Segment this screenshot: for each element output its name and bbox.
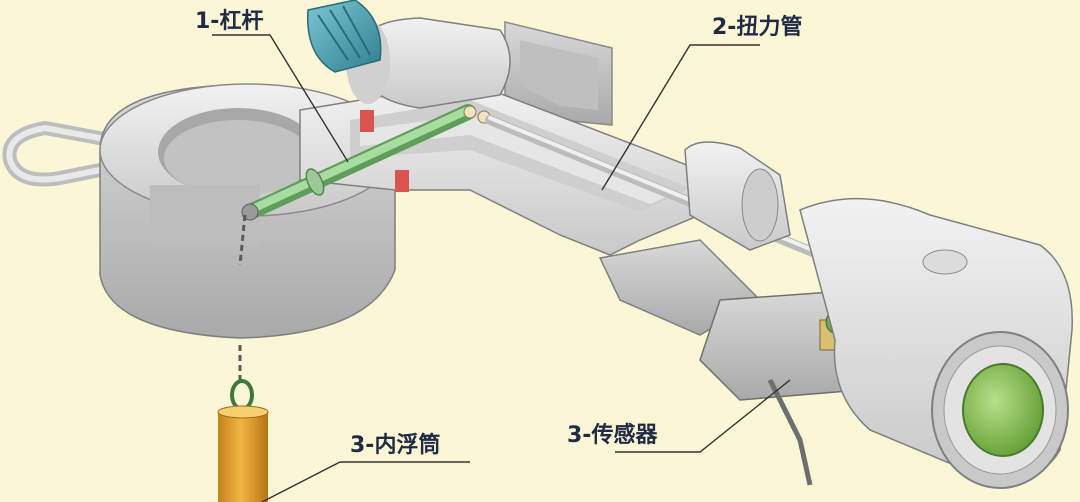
display-window-icon [962,363,1044,457]
leader-sensor [615,379,791,453]
label-torque-tube: 2-扭力管 [712,14,802,40]
cable-gland-icon [306,0,382,73]
leader-lever [212,34,349,163]
label-displacer: 3-内浮筒 [350,432,440,458]
leader-displacer [261,461,470,502]
upper-block [684,141,791,251]
seal-red [360,110,374,132]
transmitter-head [799,197,1073,489]
label-lever: 1-杠杆 [195,8,263,34]
seal-red [395,170,409,192]
label-sensor: 3-传感器 [567,422,658,448]
leader-torque-tube [601,44,760,191]
lever-rod [241,104,491,221]
displacer [217,405,269,502]
